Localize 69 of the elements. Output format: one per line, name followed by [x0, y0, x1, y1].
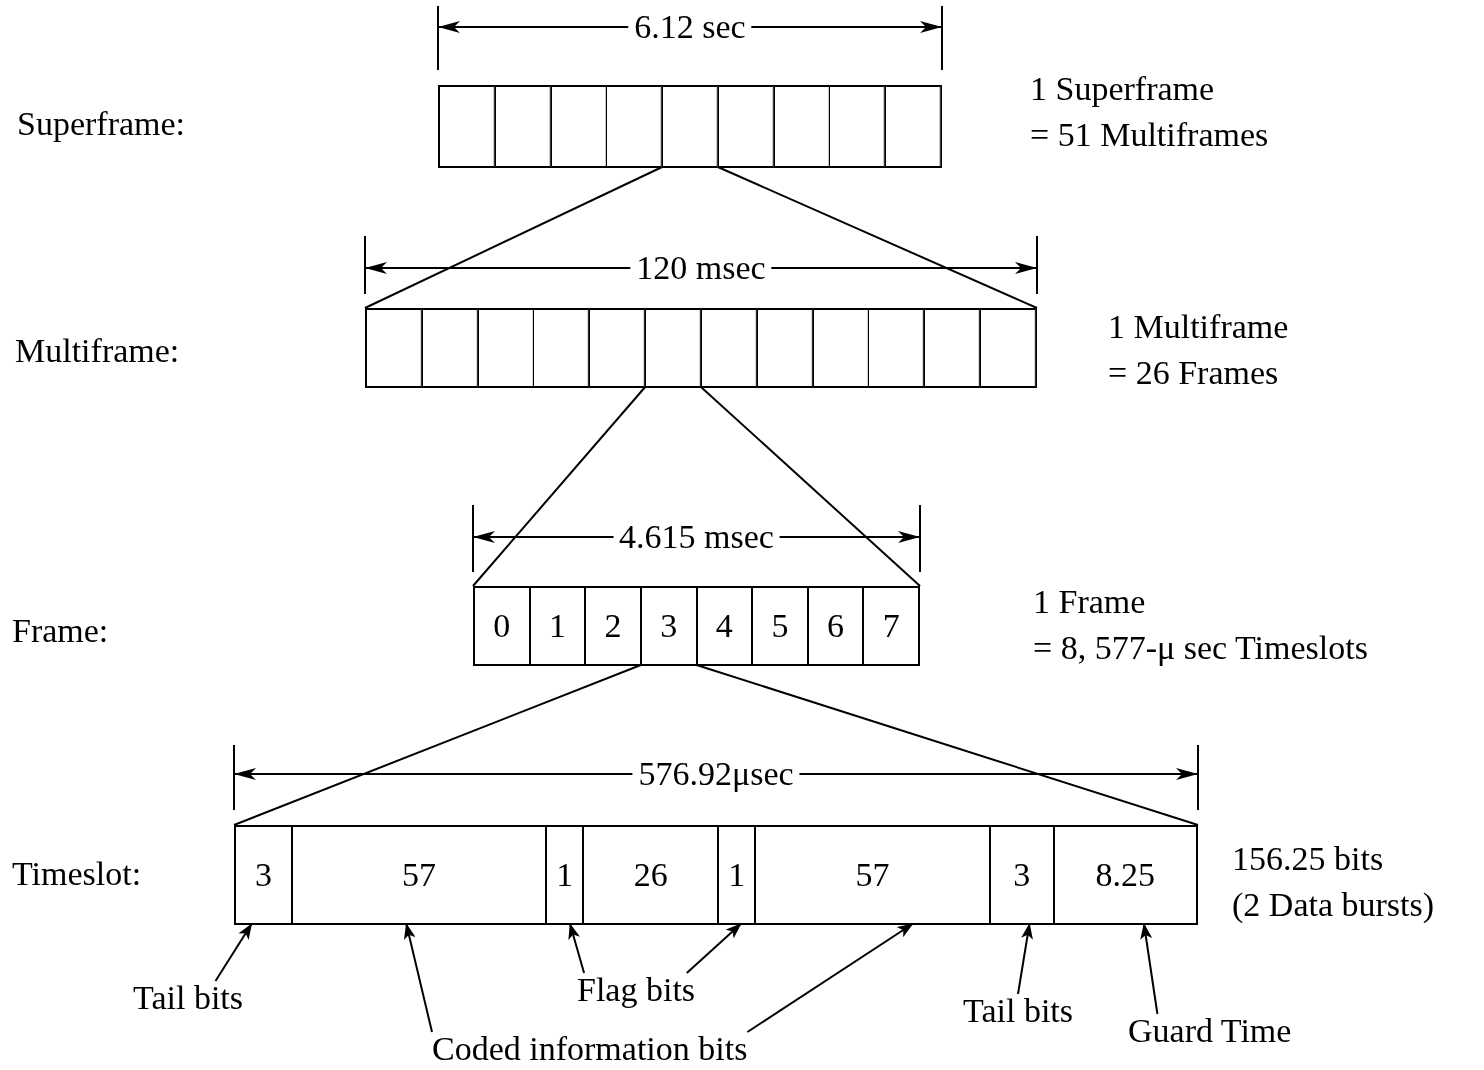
note-text: = 26 Frames	[1108, 356, 1280, 390]
slot-cell	[589, 309, 646, 387]
slot-cell	[645, 309, 701, 387]
slot-cell	[829, 86, 886, 167]
note-text: 1 Frame	[1033, 585, 1147, 619]
slot-cell	[980, 309, 1036, 387]
note-text: (2 Data bursts)	[1232, 888, 1435, 922]
note-text: = 8, 577-μ sec Timeslots	[1033, 631, 1368, 665]
expansion-line	[699, 386, 921, 587]
expansion-line	[472, 386, 647, 587]
note-text: = 51 Multiframes	[1030, 118, 1269, 152]
slot-cell: 2	[585, 587, 641, 665]
slot-cell: 0	[474, 587, 530, 665]
leader-arrow	[1017, 923, 1033, 995]
leader-arrow	[214, 923, 253, 982]
slot-cell: 6	[807, 587, 864, 665]
slot-cell	[606, 86, 663, 167]
slot-cell: 1	[546, 826, 584, 924]
slot-cell	[885, 86, 942, 167]
slot-cell	[662, 86, 718, 167]
slot-cell: 57	[755, 826, 990, 924]
note-text: 1 Superframe	[1030, 72, 1216, 106]
slot-cell	[533, 309, 590, 387]
row-label: Frame:	[12, 614, 109, 648]
slot-cell	[756, 309, 813, 387]
slot-cell	[494, 86, 551, 167]
slot-cell: 1	[717, 826, 756, 924]
leader-label: Tail bits	[133, 981, 243, 1015]
slot-cell	[717, 86, 774, 167]
frame-bar	[365, 308, 1037, 388]
leader-label: Coded information bits	[432, 1032, 748, 1066]
leader-label: Tail bits	[963, 994, 1073, 1028]
slot-cell: 3	[640, 587, 697, 665]
frame-bar	[473, 586, 920, 666]
slot-cell	[439, 86, 495, 167]
slot-cell	[366, 309, 422, 387]
slot-cell	[868, 309, 925, 387]
slot-cell: 26	[583, 826, 718, 924]
leader-label: Flag bits	[577, 973, 696, 1007]
slot-cell: 5	[752, 587, 808, 665]
slot-cell	[700, 309, 757, 387]
slot-cell	[773, 86, 830, 167]
expansion-line	[364, 166, 664, 309]
slot-cell: 57	[291, 826, 547, 924]
slot-cell: 7	[863, 587, 919, 665]
leader-arrow	[568, 923, 586, 974]
leader-arrow	[1140, 923, 1159, 1015]
slot-cell: 4	[696, 587, 753, 665]
leader-arrow	[746, 923, 914, 1033]
note-text: 156.25 bits	[1232, 842, 1385, 876]
slot-cell	[924, 309, 981, 387]
leader-arrow	[685, 923, 742, 974]
row-label: Timeslot:	[12, 857, 142, 891]
expansion-line	[233, 664, 642, 826]
leader-label: Guard Time	[1128, 1014, 1292, 1048]
slot-cell	[477, 309, 534, 387]
slot-cell: 3	[235, 826, 292, 924]
slot-cell	[812, 309, 869, 387]
slot-cell	[421, 309, 478, 387]
frame-bar	[438, 85, 942, 168]
slot-cell	[550, 86, 607, 167]
leader-arrow	[403, 923, 433, 1033]
row-label: Superframe:	[17, 107, 186, 141]
frame-bar	[234, 825, 1198, 925]
slot-cell: 1	[529, 587, 586, 665]
slot-cell: 8.25	[1053, 826, 1197, 924]
row-label: Multiframe:	[15, 334, 180, 368]
slot-cell: 3	[989, 826, 1054, 924]
note-text: 1 Multiframe	[1108, 310, 1289, 344]
